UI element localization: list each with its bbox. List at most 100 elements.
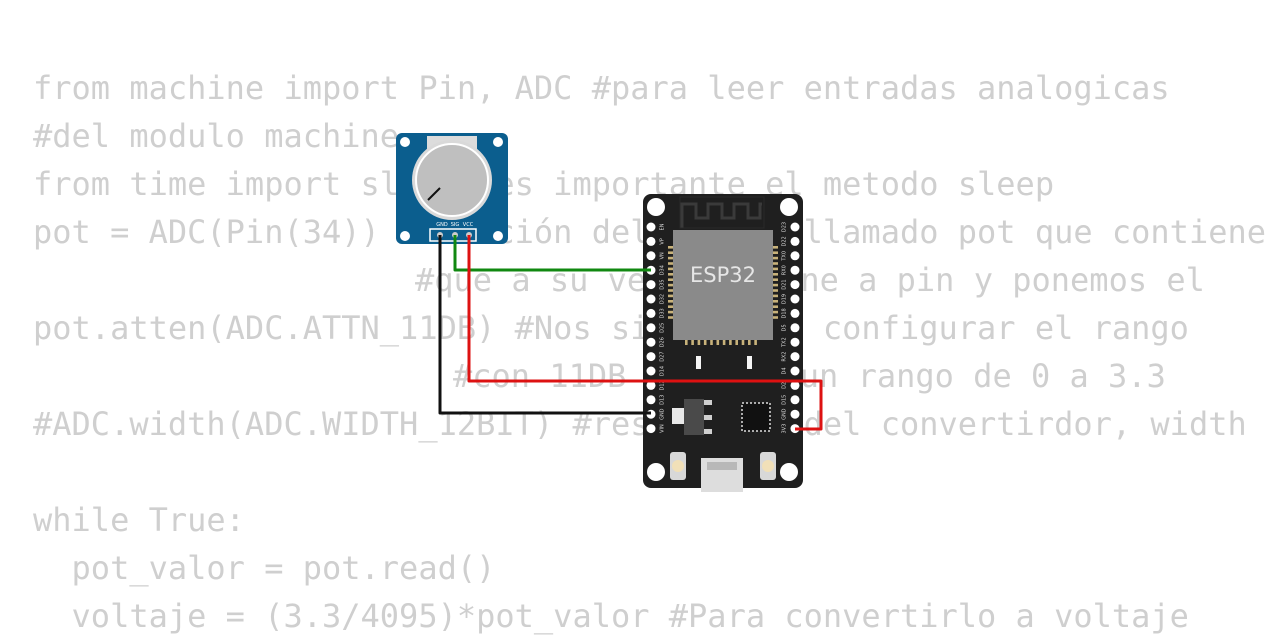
- esp32-pin[interactable]: [790, 380, 800, 390]
- chip-pad: [729, 340, 732, 345]
- chip-pad: [773, 262, 778, 265]
- esp32-chip: [673, 230, 773, 340]
- mounting-hole: [647, 463, 665, 481]
- esp32-pin[interactable]: [646, 380, 656, 390]
- pin-label-gnd: GND: [436, 222, 448, 228]
- code-line: voltaje = (3.3/4095)*pot_valor #Para con…: [33, 597, 1189, 635]
- esp32-pin-label: D4: [782, 367, 788, 374]
- usb-serial-chip: [741, 402, 771, 432]
- wire-ground[interactable]: [438, 235, 651, 415]
- left-pin-header: [646, 222, 656, 434]
- chip-pad: [773, 305, 778, 308]
- right-pin-header: [790, 222, 800, 434]
- esp32-pin[interactable]: [646, 236, 656, 246]
- chip-pad: [668, 246, 673, 249]
- potentiometer-module[interactable]: GND SIG VCC: [396, 133, 508, 244]
- esp32-pin-label: D26: [660, 337, 666, 347]
- mounting-hole: [780, 198, 798, 216]
- esp32-pin[interactable]: [790, 251, 800, 261]
- esp32-pin[interactable]: [790, 323, 800, 333]
- en-button[interactable]: [762, 460, 774, 472]
- esp32-pin-label: VIN: [660, 424, 666, 433]
- pin-header: [429, 228, 477, 242]
- regulator-pin: [704, 415, 712, 420]
- esp32-pin[interactable]: [790, 294, 800, 304]
- chip-pins-left: [668, 246, 673, 319]
- chip-pad: [773, 246, 778, 249]
- esp32-pin[interactable]: [646, 395, 656, 405]
- chip-pad: [773, 316, 778, 319]
- mounting-hole: [400, 137, 410, 147]
- chip-pins-right: [773, 246, 778, 319]
- esp32-pin[interactable]: [646, 352, 656, 362]
- chip-pad: [668, 251, 673, 254]
- chip-pad: [668, 256, 673, 260]
- esp32-pin-label: VN: [660, 252, 666, 259]
- chip-pad: [668, 289, 673, 292]
- esp32-pin[interactable]: [646, 222, 656, 232]
- esp32-pin[interactable]: [646, 251, 656, 261]
- esp32-pin[interactable]: [790, 265, 800, 275]
- chip-pad: [668, 273, 673, 276]
- esp32-pin[interactable]: [790, 395, 800, 405]
- esp32-pin[interactable]: [646, 294, 656, 304]
- esp32-pin-label: D27: [660, 351, 666, 361]
- esp32-pin[interactable]: [646, 424, 656, 434]
- esp32-pin-label: D13: [660, 395, 666, 405]
- esp32-pin[interactable]: [790, 409, 800, 419]
- esp32-pin[interactable]: [646, 308, 656, 318]
- chip-pad: [722, 340, 726, 345]
- esp32-pin[interactable]: [790, 366, 800, 376]
- chip-pad: [773, 278, 778, 281]
- chip-pad: [773, 294, 778, 298]
- esp32-pin[interactable]: [790, 236, 800, 246]
- esp32-pin-label: D34: [660, 265, 666, 275]
- esp32-pin[interactable]: [646, 366, 656, 376]
- circuit-diagram: GND SIG VCC ESP32: [396, 133, 823, 492]
- chip-pad: [773, 310, 778, 314]
- knob[interactable]: [415, 143, 489, 217]
- esp32-pin[interactable]: [790, 352, 800, 362]
- code-line: pot.atten(ADC.ATTN_11DB) #Nos sirve para…: [33, 309, 1189, 347]
- chip-pad: [710, 340, 713, 345]
- boot-button[interactable]: [672, 460, 684, 472]
- esp32-pin[interactable]: [646, 337, 656, 347]
- chip-pad: [668, 283, 673, 287]
- esp32-pin[interactable]: [790, 280, 800, 290]
- esp32-pin-label: D15: [782, 395, 788, 405]
- mounting-hole: [493, 137, 503, 147]
- wire-power[interactable]: [467, 235, 823, 431]
- chip-pad: [668, 278, 673, 281]
- smd-component: [747, 356, 752, 369]
- esp32-pin[interactable]: [790, 337, 800, 347]
- esp32-pin-label: GND: [660, 408, 666, 420]
- chip-pad: [773, 300, 778, 303]
- chip-pad: [748, 340, 751, 345]
- esp32-pin-label: 3V3: [782, 424, 788, 434]
- pin-label-vcc: VCC: [463, 222, 474, 228]
- chip-pad: [691, 340, 694, 345]
- esp32-pin[interactable]: [790, 222, 800, 232]
- chip-pad: [741, 340, 745, 345]
- voltage-regulator: [684, 399, 704, 435]
- mounting-hole: [493, 231, 503, 241]
- regulator-pin: [704, 429, 712, 434]
- esp32-pin[interactable]: [790, 308, 800, 318]
- esp32-pin[interactable]: [646, 280, 656, 290]
- esp32-pin-label: GND: [782, 408, 788, 420]
- mounting-hole: [400, 231, 410, 241]
- wire-signal[interactable]: [453, 235, 651, 272]
- chip-pins-bottom: [685, 340, 757, 345]
- esp32-pin-label: VP: [660, 238, 666, 244]
- mounting-hole: [780, 463, 798, 481]
- right-pin-labels: D23D22TX0RX0D21D19D18D5TX2RX2D4D2D15GND3…: [782, 222, 788, 434]
- esp32-pin[interactable]: [646, 323, 656, 333]
- esp32-pin-label: D23: [782, 222, 788, 232]
- chip-label: ESP32: [690, 263, 756, 287]
- esp32-pin-label: D33: [660, 308, 666, 318]
- esp32-pin-label: D5: [782, 324, 788, 331]
- esp32-pin-label: D19: [782, 294, 788, 304]
- chip-pad: [685, 340, 688, 345]
